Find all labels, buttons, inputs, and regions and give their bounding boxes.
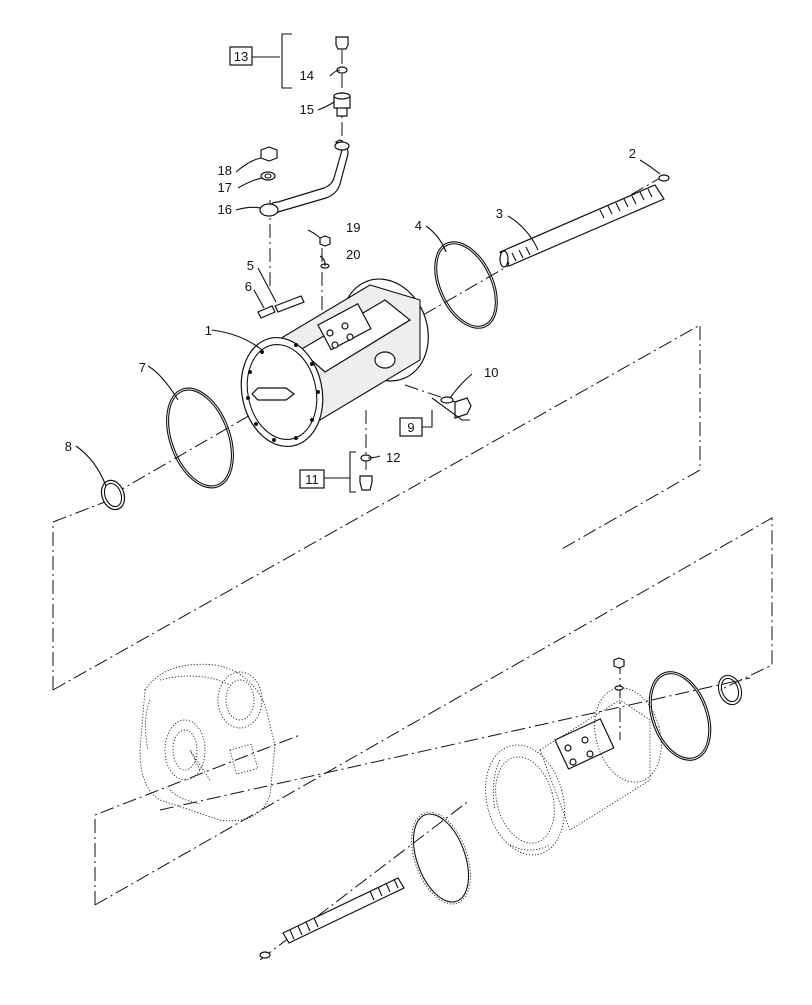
snap-ring-2-icon xyxy=(658,174,670,182)
lower-washer-icon xyxy=(614,685,624,691)
fitting-15-icon xyxy=(333,95,351,117)
callout-4: 4 xyxy=(415,218,422,233)
plug-9-icon xyxy=(454,397,472,419)
callout-9: 9 xyxy=(407,420,414,435)
callout-11: 11 xyxy=(305,472,319,487)
callout-13: 13 xyxy=(234,49,248,64)
breather-cap-icon xyxy=(335,36,349,50)
axle-housing-1-icon xyxy=(240,278,429,448)
callout-8: 8 xyxy=(65,439,72,454)
lower-right-o-ring-icon xyxy=(648,671,712,761)
callout-box-13 xyxy=(229,46,253,66)
lower-axle-housing-icon xyxy=(485,687,662,856)
callout-14: 14 xyxy=(300,68,314,83)
callout-10: 10 xyxy=(484,365,498,380)
callout-3: 3 xyxy=(496,206,503,221)
lower-ring-icon xyxy=(717,674,743,706)
differential-housing-context xyxy=(139,663,276,822)
washer-17-icon xyxy=(260,171,276,181)
callout-2: 2 xyxy=(629,146,636,161)
callout-12: 12 xyxy=(386,450,400,465)
o-ring-7-icon xyxy=(166,387,234,489)
callout-6: 6 xyxy=(245,279,252,294)
lower-nut-icon xyxy=(613,657,625,669)
lower-axle-shaft-icon xyxy=(282,877,405,944)
callout-20: 20 xyxy=(346,247,360,262)
callout-18: 18 xyxy=(218,163,232,178)
callout-7: 7 xyxy=(139,360,146,375)
axle-shaft-3-icon xyxy=(499,184,665,268)
stud-6-icon xyxy=(257,305,276,319)
bolt-5-icon xyxy=(274,295,305,313)
callout-16: 16 xyxy=(218,202,232,217)
callout-1: 1 xyxy=(205,323,212,338)
ring-8-icon xyxy=(100,479,126,511)
washer-14-icon xyxy=(336,66,348,74)
part-13-breather-assembly: 13 xyxy=(229,33,351,117)
callout-labels: 1 2 3 4 5 6 7 8 9 10 11 12 14 15 16 17 1… xyxy=(65,68,636,489)
pipe-16-icon xyxy=(259,139,350,217)
washer-10-icon xyxy=(440,396,454,404)
callout-19: 19 xyxy=(346,220,360,235)
callout-box-11 xyxy=(299,469,325,489)
callout-5: 5 xyxy=(247,258,254,273)
lower-o-ring-icon xyxy=(411,811,471,905)
plug-11-icon xyxy=(359,475,373,491)
leader-lines xyxy=(75,69,661,487)
nut-18-icon xyxy=(260,146,278,162)
callout-15: 15 xyxy=(300,102,314,117)
nut-19-icon xyxy=(319,235,331,247)
o-ring-4-icon xyxy=(434,241,498,329)
assembly-guide-lines xyxy=(52,50,773,961)
lower-snap-ring-icon xyxy=(259,951,271,959)
callout-17: 17 xyxy=(218,180,232,195)
